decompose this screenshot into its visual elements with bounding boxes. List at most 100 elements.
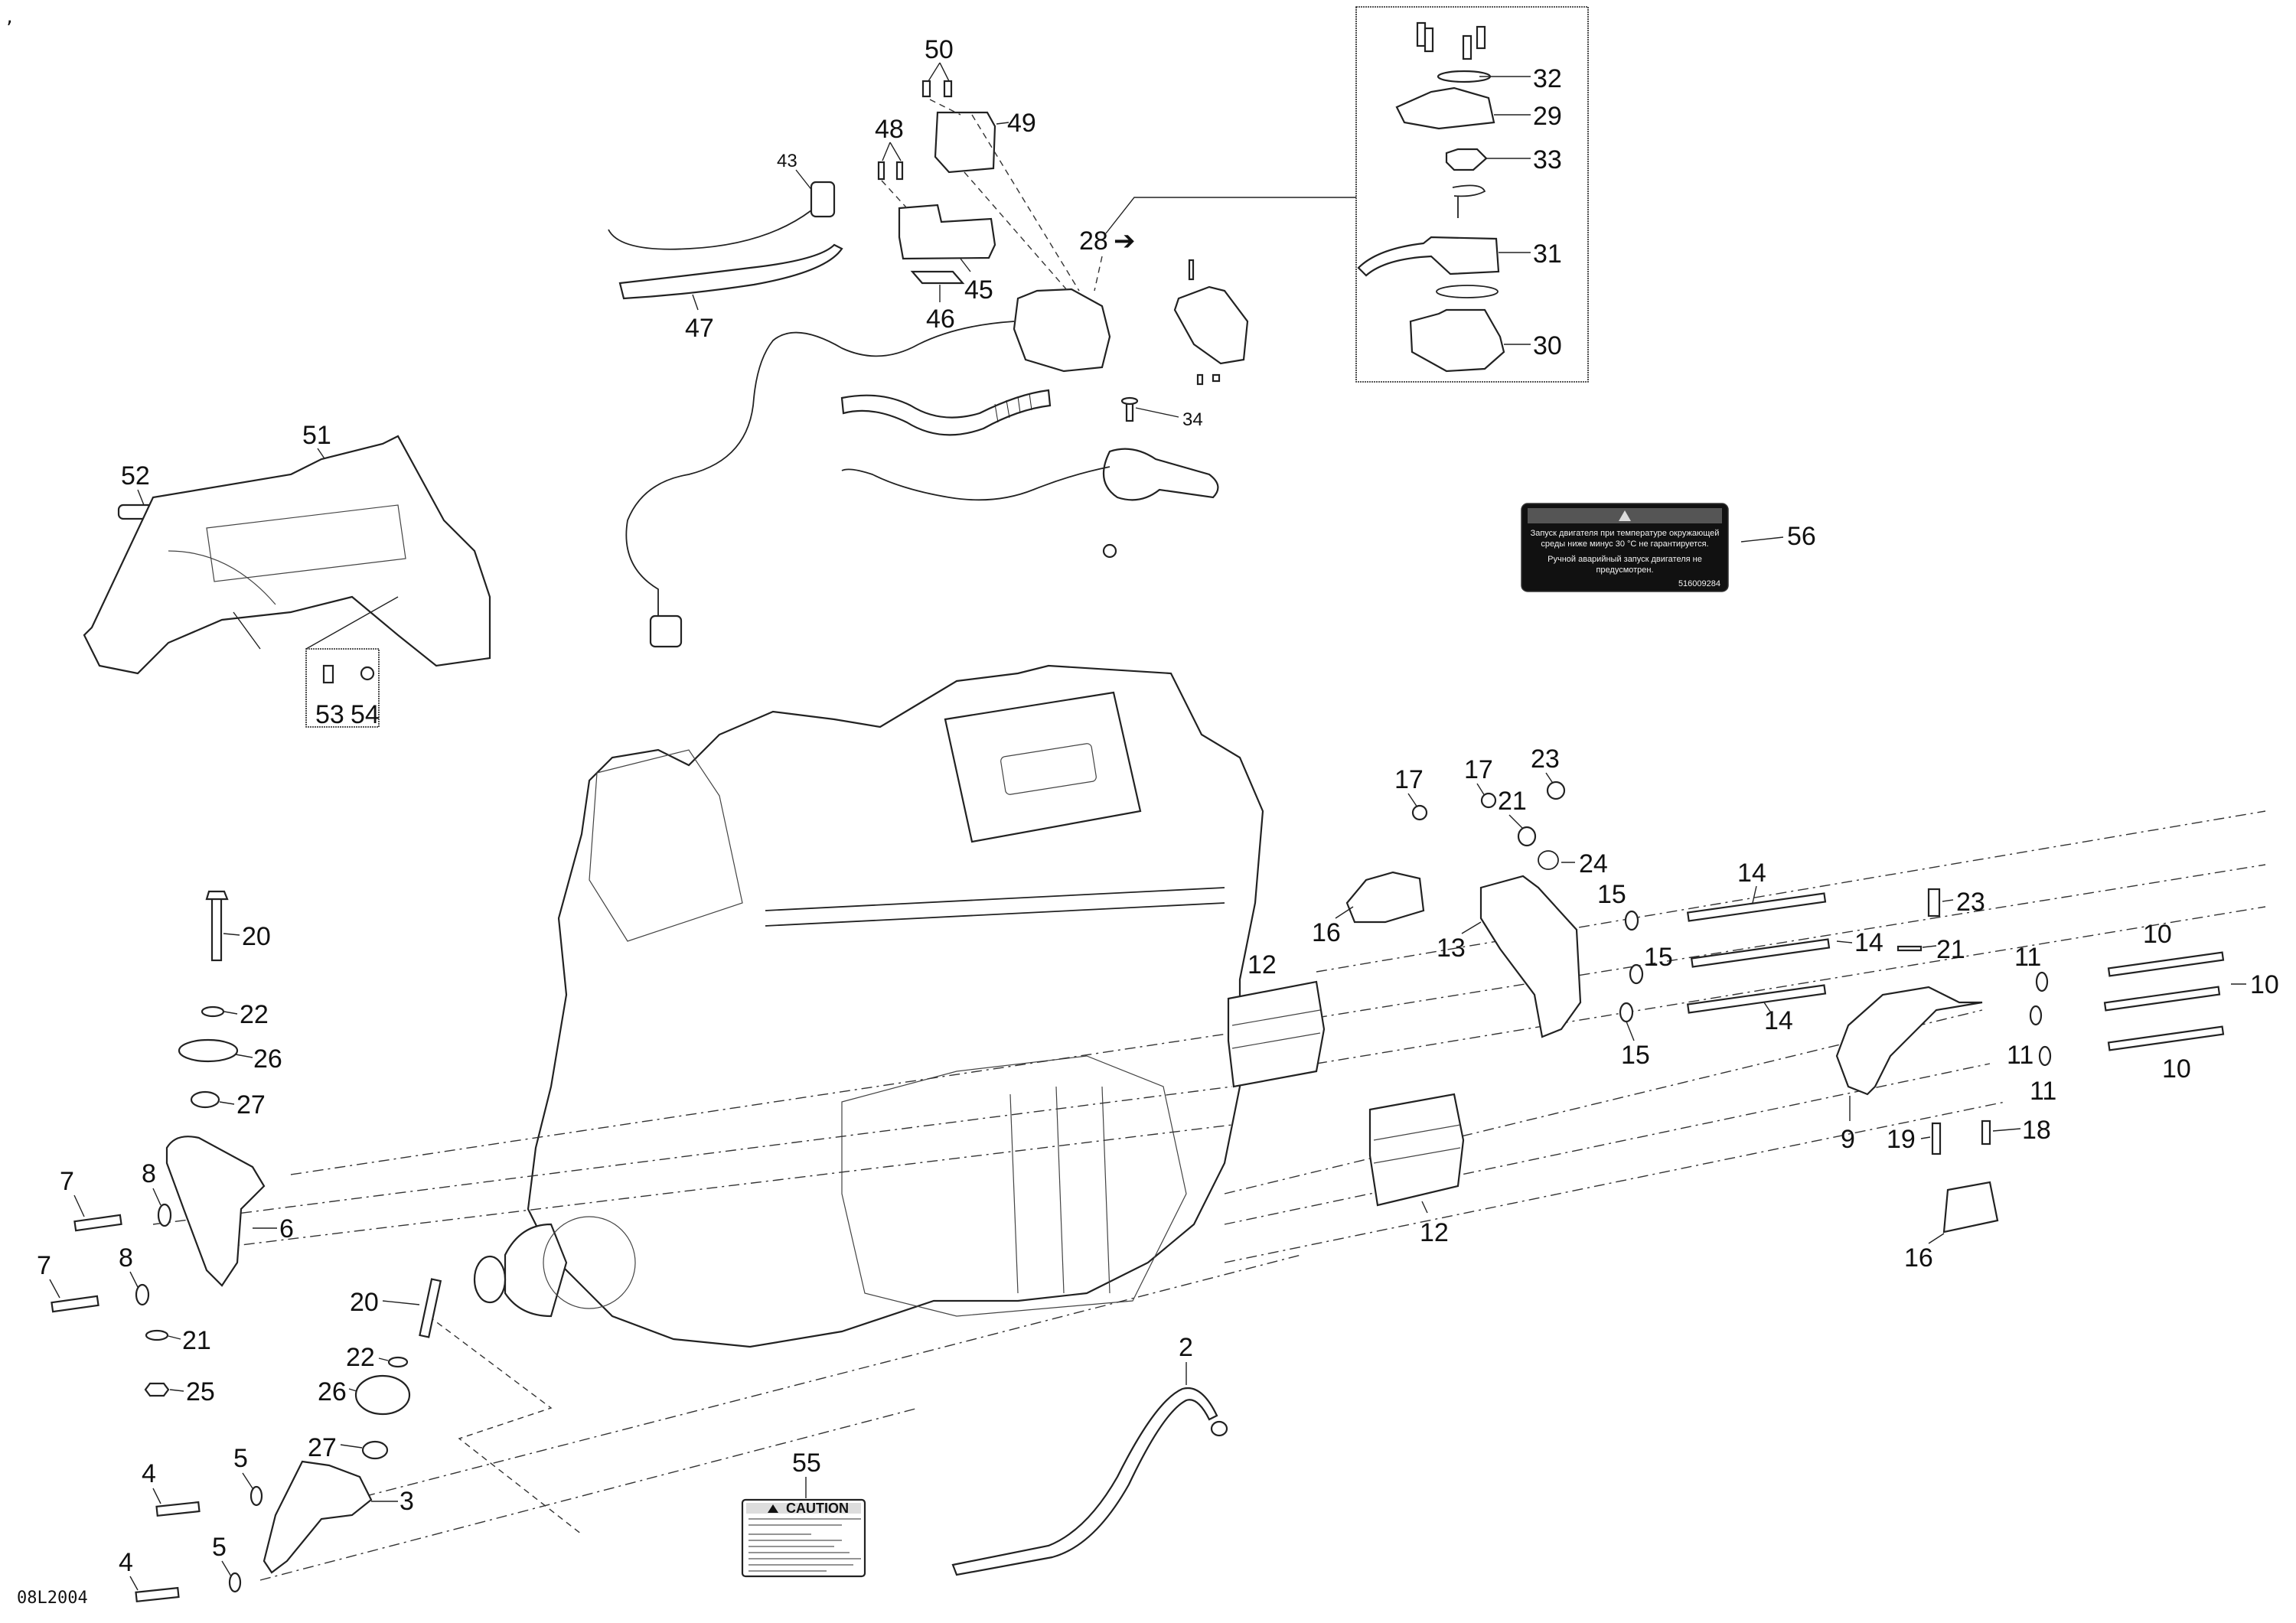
screw-17 <box>1411 804 1428 821</box>
breather-hose <box>840 389 1052 436</box>
callout-6: 6 <box>279 1214 294 1243</box>
fastener-box <box>305 648 380 728</box>
callout-28: 28 <box>1079 227 1108 256</box>
callout-7: 7 <box>60 1167 74 1196</box>
washer-8 <box>157 1203 172 1227</box>
pad-46 <box>910 270 965 285</box>
diagram-code: 08L2004 <box>17 1589 88 1608</box>
callout-13: 13 <box>1437 934 1466 963</box>
callout-24: 24 <box>1579 849 1608 878</box>
bolt-14 <box>1690 938 1831 968</box>
cable-bracket-34 <box>1102 448 1219 501</box>
callout-12: 12 <box>1420 1218 1449 1247</box>
callout-10: 10 <box>2162 1054 2191 1084</box>
bolt-7 <box>51 1295 99 1313</box>
corner-mark: , <box>5 8 15 28</box>
intake-manifold <box>841 1055 1187 1317</box>
clip-nut-53 <box>322 664 334 684</box>
washer-15 <box>1624 910 1639 931</box>
washer-24 <box>1538 850 1559 870</box>
callout-16: 16 <box>1904 1243 1933 1273</box>
right-mount-b: 23 21 9 11 11 11 10 10 10 19 18 16 <box>1835 888 2279 1273</box>
housing-30 <box>1409 308 1505 373</box>
washer-5 <box>249 1485 263 1507</box>
callout-11: 11 <box>2007 1041 2033 1070</box>
callout-14: 14 <box>1764 1006 1793 1035</box>
washer-11 <box>2029 1005 2043 1026</box>
inset-pointer-line <box>1105 197 1356 234</box>
callout-51: 51 <box>302 421 331 450</box>
inset-box-throttle-housing: 32 29 33 31 30 <box>1355 6 1589 383</box>
callout-22: 22 <box>346 1343 375 1372</box>
washer-11 <box>2038 1045 2052 1067</box>
washer-11 <box>2035 971 2049 992</box>
hose-2 <box>951 1387 1218 1576</box>
washer-22 <box>201 1005 225 1018</box>
bottom-group: 2 55 CAUTION <box>741 1333 1228 1578</box>
callout-19: 19 <box>1887 1125 1916 1154</box>
callout-54: 54 <box>351 700 380 729</box>
bolt-10 <box>2103 986 2221 1012</box>
cover-bracket <box>1173 285 1249 365</box>
callout-43: 43 <box>777 151 797 171</box>
bolt-20 <box>419 1278 442 1338</box>
callout-8: 8 <box>142 1159 156 1188</box>
caution-heading: CAUTION <box>786 1501 849 1516</box>
callout-23: 23 <box>1956 888 1985 917</box>
spring <box>1452 184 1486 218</box>
callout-49: 49 <box>1007 109 1036 138</box>
callout-15: 15 <box>1644 943 1673 972</box>
holder-45 <box>898 204 996 260</box>
bolt-18 <box>1981 1119 1991 1146</box>
callout-4: 4 <box>119 1548 133 1577</box>
warning-decal <box>1521 503 1729 592</box>
mount-bracket-6 <box>165 1136 266 1287</box>
callout-20: 20 <box>350 1288 379 1317</box>
callout-4: 4 <box>142 1459 156 1488</box>
callout-45: 45 <box>964 275 993 305</box>
callout-8: 8 <box>119 1243 133 1273</box>
washer-26 <box>354 1374 411 1416</box>
decal-part-number: 516009284 <box>1678 579 1720 588</box>
callout-34: 34 <box>1182 409 1203 430</box>
callout-33: 33 <box>1533 145 1562 174</box>
inset-frame <box>1355 6 1589 383</box>
callout-7: 7 <box>37 1251 51 1280</box>
gasket <box>1436 285 1499 298</box>
inset-screws <box>1416 21 1486 60</box>
bolt-14 <box>1686 984 1827 1014</box>
callout-12: 12 <box>1247 950 1277 979</box>
callout-15: 15 <box>1621 1041 1650 1070</box>
bracket-51 <box>83 435 491 675</box>
output-shaft <box>504 1223 568 1318</box>
callout-29: 29 <box>1533 102 1562 131</box>
bolt-7 <box>73 1214 122 1232</box>
bushing-27 <box>190 1090 220 1109</box>
callout-32: 32 <box>1533 64 1562 93</box>
right-mount-a: 17 17 23 21 24 16 13 15 15 15 14 <box>1227 745 1883 1247</box>
warning-triangle-icon <box>768 1504 778 1513</box>
actuator-33 <box>1445 148 1488 171</box>
bolt-14 <box>1686 892 1827 922</box>
mount-16 <box>1942 1181 1999 1234</box>
callout-10: 10 <box>2143 920 2172 949</box>
callout-25: 25 <box>186 1377 215 1406</box>
callout-10: 10 <box>2250 970 2279 999</box>
screw-17 <box>1480 792 1497 809</box>
engine-outline <box>527 664 1264 1348</box>
callout-50: 50 <box>925 35 954 64</box>
bolt-23 <box>1927 888 1941 917</box>
callout-56: 56 <box>1787 522 1816 551</box>
clamp-49 <box>934 111 996 174</box>
callout-31: 31 <box>1533 240 1562 269</box>
callout-47: 47 <box>685 314 714 343</box>
cover-29 <box>1395 86 1495 130</box>
svg-text:предусмотрен.: предусмотрен. <box>1596 565 1653 575</box>
callout-48: 48 <box>875 115 904 144</box>
left-mount-lower: 20 22 26 27 3 4 5 4 5 <box>119 1278 442 1602</box>
mount-bracket-3 <box>263 1460 373 1574</box>
conduit-47 <box>618 243 843 300</box>
left-mount-upper: 20 22 26 27 6 7 8 7 8 21 25 <box>37 890 294 1406</box>
callout-20: 20 <box>242 922 271 951</box>
